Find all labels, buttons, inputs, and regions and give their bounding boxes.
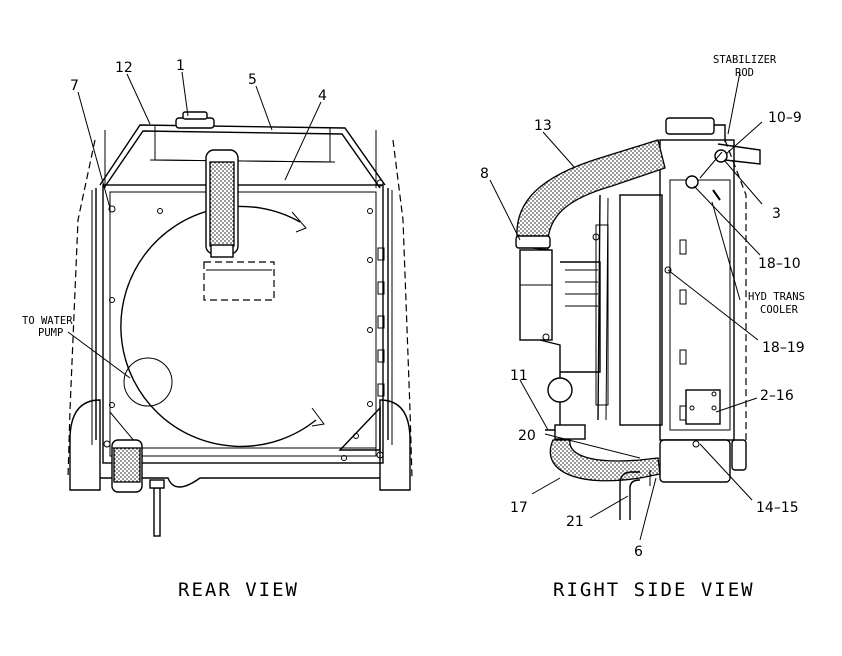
rear-view-leaders (67, 71, 322, 379)
callout-4: 4 (318, 88, 327, 104)
callout-17: 17 (510, 500, 528, 516)
note-to-water-pump-line1: TO WATER (22, 315, 73, 327)
callout-18-19: 18–19 (762, 340, 805, 356)
right-view-leaders (489, 71, 763, 541)
note-hyd-trans-cooler-line1: HYD TRANS (748, 291, 805, 303)
callout-6: 6 (634, 544, 643, 560)
callout-7: 7 (70, 78, 79, 94)
callout-13: 13 (534, 118, 552, 134)
caption-rear-view: REAR VIEW (178, 579, 299, 601)
callout-8: 8 (480, 166, 489, 182)
callout-20: 20 (518, 428, 536, 444)
callout-10-9: 10–9 (768, 110, 802, 126)
callout-3: 3 (772, 206, 781, 222)
callout-12: 12 (115, 60, 133, 76)
callout-18-10: 18–10 (758, 256, 801, 272)
right-side-view-drawing (515, 117, 761, 520)
caption-right-side-view: RIGHT SIDE VIEW (553, 579, 755, 601)
callout-14-15: 14–15 (756, 500, 799, 516)
callout-1: 1 (176, 58, 185, 74)
callout-5: 5 (248, 72, 257, 88)
note-stabilizer-rod-line2: ROD (735, 67, 754, 79)
note-hyd-trans-cooler-line2: COOLER (760, 304, 799, 316)
callout-11: 11 (510, 368, 528, 384)
callout-2-16: 2–16 (760, 388, 794, 404)
callout-numbers: 12 1 5 4 7 13 8 10–9 3 18–10 18–19 11 20… (70, 58, 805, 560)
callout-21: 21 (566, 514, 584, 530)
note-stabilizer-rod-line1: STABILIZER (713, 54, 777, 66)
view-captions: REAR VIEW RIGHT SIDE VIEW (178, 579, 755, 601)
note-to-water-pump-line2: PUMP (38, 327, 63, 339)
rear-view-drawing (67, 111, 413, 537)
notes: TO WATER PUMP STABILIZER ROD HYD TRANS C… (22, 54, 805, 339)
